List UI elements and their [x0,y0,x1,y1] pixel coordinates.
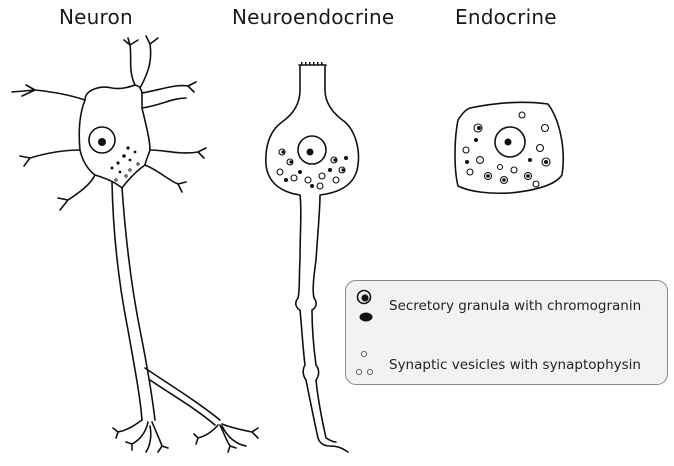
neuron-granules [110,146,137,174]
neuron-title: Neuron [59,5,133,29]
neuron-terminal-branches-left [112,419,169,453]
neuroendocrine-nucleolus [306,148,314,156]
legend-label-granules: Secretory granula with chromogranin [389,298,642,314]
neuron-nucleus [88,126,116,154]
legend-symbols [355,289,374,376]
neuroendocrine-outline [265,64,360,453]
endocrine-nucleus [494,126,526,158]
chromogranin-granule-icon [356,289,373,322]
neuron-axon-collateral [144,367,221,426]
endocrine-granules [462,111,551,188]
neuroendocrine-microvilli [301,62,323,65]
legend-box: Secretory granula with chromogranin Syna… [345,280,668,385]
neuroendocrine-cell [265,62,360,453]
neuron-body [78,84,151,189]
endocrine-outline [454,101,565,195]
endocrine-cell [454,101,565,195]
legend-label-vesicles: Synaptic vesicles with synaptophysin [389,357,641,373]
neuroendocrine-nucleus [297,135,327,165]
neuron-nucleolus [98,138,106,146]
endocrine-nucleolus [504,138,512,146]
neuron-cell [11,35,259,453]
endocrine-title: Endocrine [455,5,557,29]
neuroendocrine-title: Neuroendocrine [232,5,395,29]
neuron-axon [111,181,156,421]
neuroendocrine-granules [276,148,346,190]
endocrine-dense-granules [465,126,548,182]
neuron-vesicles [114,162,140,182]
synaptic-vesicle-icon [355,350,374,376]
neuron-soma-outline [11,35,207,211]
neuroendocrine-dense-granules [281,150,348,188]
neuron-terminal-branches-right [193,423,259,453]
